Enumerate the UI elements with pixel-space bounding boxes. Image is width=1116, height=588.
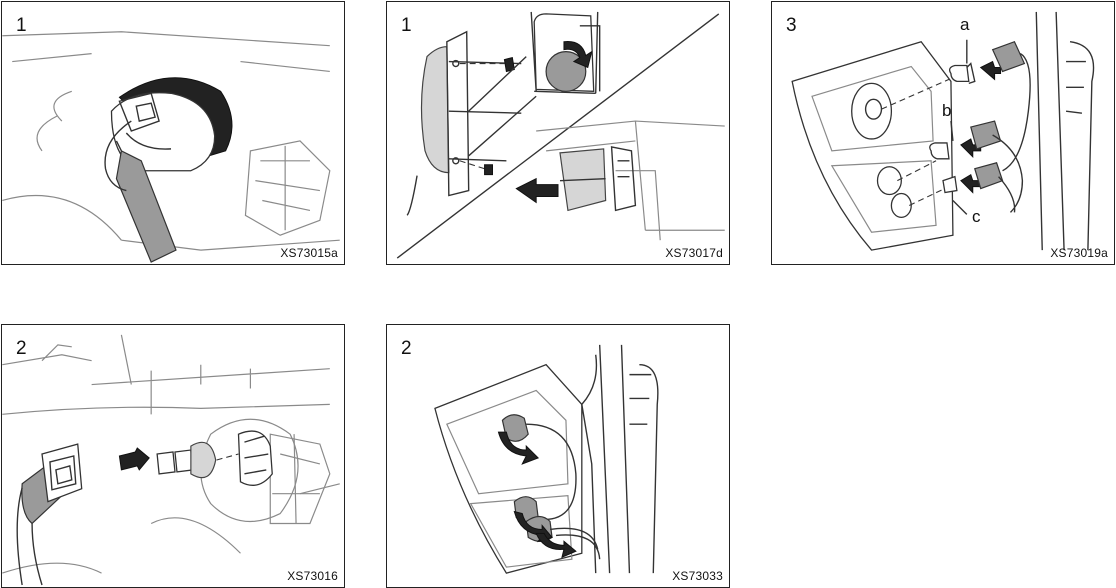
figure-lamp-unit-removal: 1 XS73017d <box>386 1 730 265</box>
figure-code: XS73017d <box>665 246 723 260</box>
bulb-identification-illustration <box>772 2 1114 264</box>
step-number: 2 <box>16 339 27 358</box>
figure-bulb-identification: 3 a b c XS73019a <box>771 1 1115 265</box>
step-number: 2 <box>401 339 412 358</box>
socket-rotation-illustration <box>387 325 729 587</box>
callout-label: b <box>942 102 951 119</box>
socket-removal-illustration <box>2 2 344 264</box>
callout-label: a <box>960 16 969 33</box>
step-number: 1 <box>401 16 412 35</box>
figure-code: XS73016 <box>287 569 338 583</box>
callout-label: c <box>972 208 981 225</box>
bulb-removal-illustration <box>2 325 344 587</box>
step-number: 1 <box>16 16 27 35</box>
figure-code: XS73015a <box>280 246 338 260</box>
figure-socket-removal: 1 XS73015a <box>1 1 345 265</box>
figure-code: XS73019a <box>1050 246 1108 260</box>
figure-code: XS73033 <box>672 569 723 583</box>
step-number: 3 <box>786 16 797 35</box>
figure-socket-rotation: 2 XS73033 <box>386 324 730 588</box>
lamp-unit-removal-illustration <box>387 2 729 264</box>
figure-bulb-removal: 2 XS73016 <box>1 324 345 588</box>
